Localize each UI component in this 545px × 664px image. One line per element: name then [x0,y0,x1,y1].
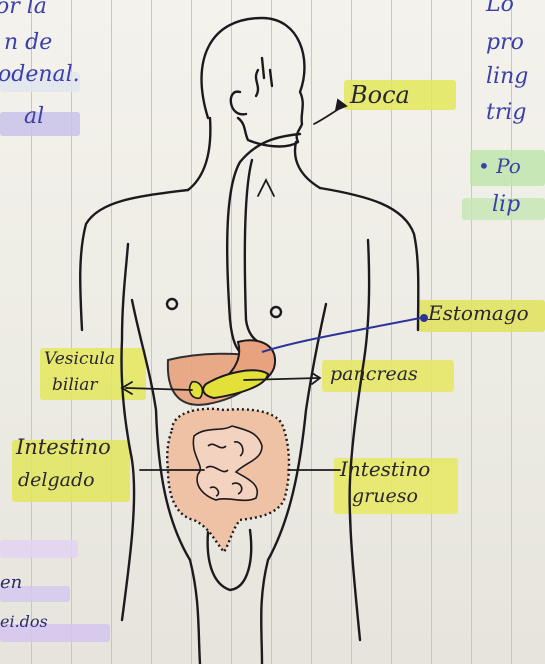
head-outline [202,18,305,146]
label-intestino-delgado-line2: delgado [18,470,95,491]
label-intestino-grueso-line1: Intestino [340,458,430,480]
esophagus [227,134,300,356]
estomago-dot [420,314,428,322]
right-inner-arm [350,240,370,640]
label-boca: Boca [350,82,410,108]
ear [231,92,246,115]
left-nipple [167,299,177,309]
label-vesicula-line1: Vesicula [44,350,115,369]
boca-arrowhead [336,100,346,110]
hair-lines [256,58,272,96]
label-intestino-delgado-line1: Intestino [16,436,111,459]
right-nipple [271,307,281,317]
label-pancreas: pancreas [330,364,418,385]
esophagus-arrow [258,180,274,196]
label-estomago: Estomago [428,302,529,324]
label-intestino-grueso-line2: grueso [352,486,418,507]
label-vesicula-line2: biliar [52,376,97,395]
estomago-pointer [262,318,420,352]
